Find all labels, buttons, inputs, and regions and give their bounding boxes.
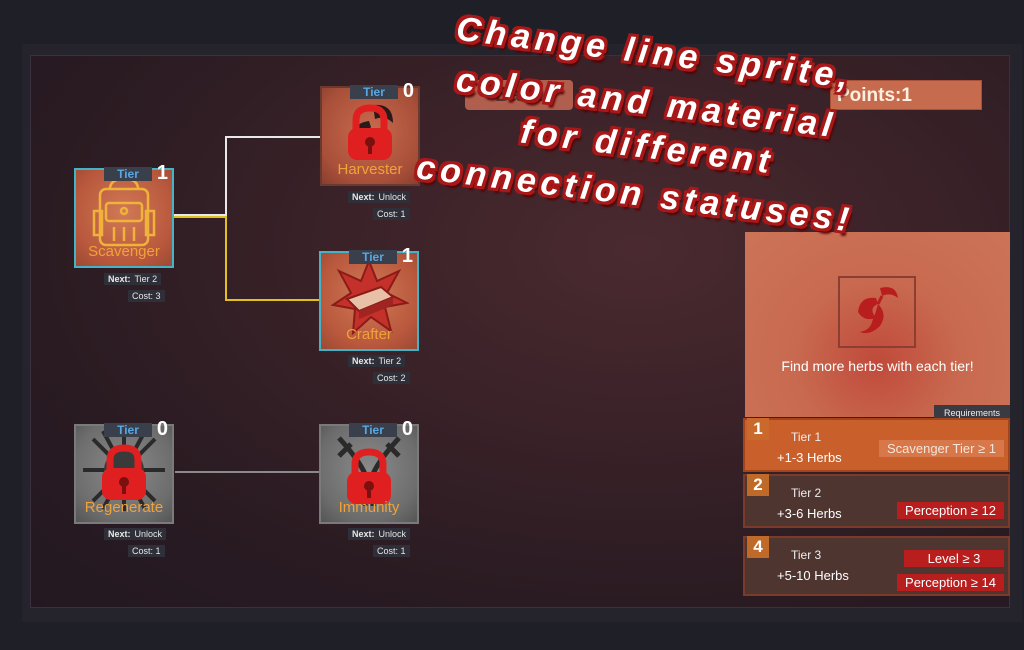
skill-name: Harvester [337,161,403,178]
next-value: Unlock [134,529,163,539]
skill-description: Find more herbs with each tier! [781,358,974,374]
tier-row-1[interactable]: 1 Tier 1 +1-3 Herbs Scavenger Tier ≥ 1 [743,418,1010,472]
next-info-crafter: Next:Tier 2 [348,355,406,367]
next-label: Next: [108,274,131,284]
skill-name: Scavenger [88,243,160,260]
cost-value: 3 [155,291,161,301]
back-button[interactable]: Back [465,80,573,110]
detail-skill-icon [838,276,916,348]
skill-points-display: Points:1 [830,80,982,110]
lock-icon [347,448,391,504]
cost-label: Cost: [377,546,399,556]
cost-label: Cost: [132,546,154,556]
cost-info-harvester: Cost: 1 [373,208,410,220]
requirement-unmet: Level ≥ 3 [904,550,1004,567]
tier-number: 0 [401,418,413,440]
tier-effect: +1-3 Herbs [777,450,842,465]
requirement-unmet: Perception ≥ 12 [897,502,1004,519]
tier-number: 0 [402,80,414,102]
next-label: Next: [352,192,375,202]
next-value: Unlock [378,192,407,202]
cost-info-immunity: Cost: 1 [373,545,410,557]
cost-info-regenerate: Cost: 1 [128,545,165,557]
skill-detail-panel: Find more herbs with each tier! Requirem… [745,232,1010,421]
tier-badge: 1 [747,418,769,440]
cost-value: 1 [400,209,406,219]
tier-number: 1 [401,245,413,267]
next-info-scavenger: Next:Tier 2 [104,273,162,285]
tier-label: Tier [104,167,152,181]
skill-node-crafter[interactable]: Tier 1 Crafter [319,245,419,351]
tier-label: Tier [349,250,397,264]
tier-row-3[interactable]: 4 Tier 3 +5-10 Herbs Level ≥ 3 Perceptio… [743,536,1010,596]
next-value: Tier 2 [378,356,402,366]
skill-name: Crafter [346,326,392,343]
tier-label: Tier [349,423,397,437]
skill-name: Immunity [338,499,400,516]
next-value: Tier 2 [134,274,158,284]
requirements-tab[interactable]: Requirements [933,405,1010,421]
skill-node-harvester[interactable]: Tier 0 Harvester [320,80,420,186]
cost-label: Cost: [377,209,399,219]
tier-effect: +3-6 Herbs [777,506,842,521]
lock-icon [348,104,392,160]
cost-value: 1 [400,546,406,556]
tier-number: 0 [156,418,168,440]
cost-label: Cost: [377,373,399,383]
skill-node-immunity[interactable]: Tier 0 Immunity [319,418,419,524]
next-info-regenerate: Next:Unlock [104,528,167,540]
next-info-immunity: Next:Unlock [348,528,411,540]
next-label: Next: [108,529,131,539]
skill-node-regenerate[interactable]: Tier 0 Regenerate [74,418,174,524]
tier-label: Tier [104,423,152,437]
cost-info-crafter: Cost: 2 [373,372,410,384]
cost-info-scavenger: Cost: 3 [128,290,165,302]
tier-title: Tier 2 [791,486,822,500]
next-info-harvester: Next:Unlock [348,191,411,203]
tier-row-2[interactable]: 2 Tier 2 +3-6 Herbs Perception ≥ 12 [743,474,1010,528]
tier-label: Tier [350,85,398,99]
tier-title: Tier 1 [791,430,822,444]
skill-name: Regenerate [84,499,164,516]
lock-icon [102,444,146,500]
tier-title: Tier 3 [791,548,822,562]
cost-value: 2 [400,373,406,383]
next-label: Next: [352,529,375,539]
tier-badge: 2 [747,474,769,496]
anvil-icon [330,258,409,336]
tier-number: 1 [156,162,168,184]
backpack-icon [92,177,156,247]
cost-value: 1 [155,546,161,556]
next-value: Unlock [378,529,407,539]
next-label: Next: [352,356,375,366]
skill-node-scavenger[interactable]: Tier 1 Scavenger [74,162,174,268]
requirement-met: Scavenger Tier ≥ 1 [878,440,1004,457]
requirement-unmet: Perception ≥ 14 [897,574,1004,591]
cost-label: Cost: [132,291,154,301]
tier-badge: 4 [747,536,769,558]
herb-icon [858,287,898,334]
tier-effect: +5-10 Herbs [777,568,849,583]
